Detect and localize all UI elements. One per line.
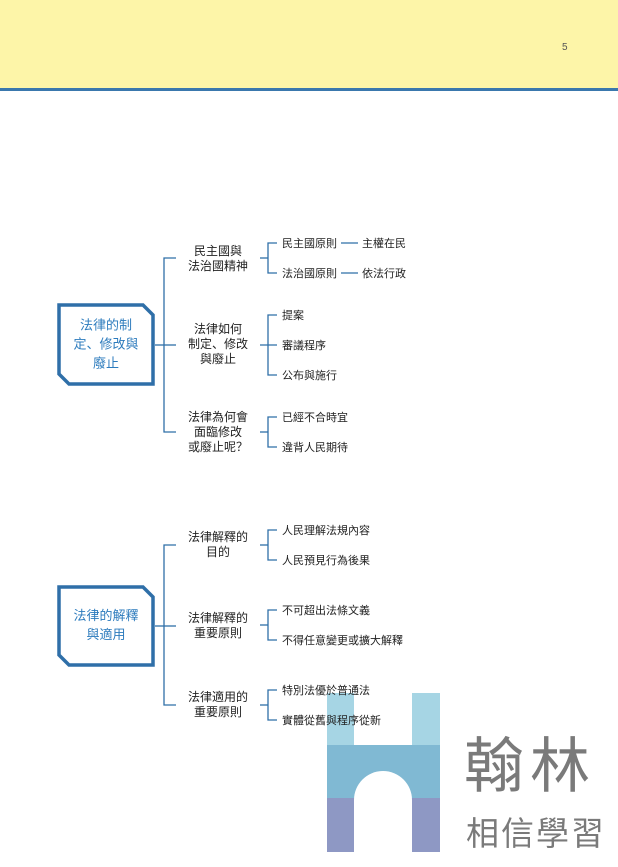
branch-interpretation-purpose: 法律解釋的 目的	[188, 530, 248, 560]
hanlin-logo-icon	[327, 693, 440, 852]
leaf-detail: 主權在民	[362, 237, 406, 250]
branch-line: 民主國與	[193, 244, 243, 258]
leaf: 特別法優於普通法	[282, 684, 370, 697]
root-line: 法律的制	[79, 318, 133, 334]
leaf: 違背人民期待	[282, 441, 348, 454]
watermark-brand: 翰林	[464, 732, 596, 802]
branch-line: 面臨修改	[193, 425, 243, 439]
leaf: 人民預見行為後果	[282, 554, 370, 567]
branch-line: 法律為何會	[187, 410, 249, 424]
branch-line: 法治國精神	[187, 259, 249, 273]
branch-line: 或廢止呢？	[187, 440, 249, 454]
leaf: 已經不合時宜	[282, 411, 348, 424]
branch-how-laws-made: 法律如何 制定、修改 與廢止	[188, 322, 248, 367]
branch-line: 制定、修改	[187, 337, 249, 351]
root-node-law-interpretation: 法律的解釋 與適用	[73, 607, 138, 645]
watermark-slogan: 相信學習	[466, 814, 606, 853]
branch-line: 法律解釋的	[187, 530, 249, 544]
root-box-1	[57, 303, 155, 386]
leaf: 不得任意變更或擴大解釋	[282, 634, 403, 647]
branch-application-principles: 法律適用的 重要原則	[188, 690, 248, 720]
root-node-law-making: 法律的制 定、修改與 廢止	[73, 317, 138, 374]
root-box-2	[57, 585, 155, 667]
branch-line: 目的	[205, 545, 231, 559]
branch-line: 重要原則	[193, 705, 243, 719]
leaf: 提案	[282, 309, 304, 322]
branch-line: 法律如何	[193, 322, 243, 336]
branch-democracy-rule-of-law: 民主國與 法治國精神	[188, 244, 248, 274]
page-header: 5	[0, 0, 618, 91]
branch-why-amend: 法律為何會 面臨修改 或廢止呢？	[188, 410, 248, 455]
root-line: 法律的解釋	[73, 609, 139, 624]
branch-line: 法律適用的	[187, 690, 249, 704]
branch-line: 重要原則	[193, 626, 243, 640]
root-line: 廢止	[92, 356, 120, 372]
branch-line: 法律解釋的	[187, 611, 249, 625]
branch-line: 與廢止	[199, 352, 237, 366]
leaf: 實體從舊與程序從新	[282, 714, 381, 727]
leaf: 法治國原則	[282, 267, 337, 280]
leaf: 公布與施行	[282, 369, 337, 382]
root-line: 定、修改與	[73, 337, 139, 353]
leaf: 不可超出法條文義	[282, 604, 370, 617]
leaf: 審議程序	[282, 339, 326, 352]
leaf: 民主國原則	[282, 237, 337, 250]
branch-interpretation-principles: 法律解釋的 重要原則	[188, 611, 248, 641]
root-line: 與適用	[86, 628, 126, 643]
leaf: 人民理解法規內容	[282, 524, 370, 537]
leaf-detail: 依法行政	[362, 267, 406, 280]
page-number: 5	[562, 42, 568, 53]
